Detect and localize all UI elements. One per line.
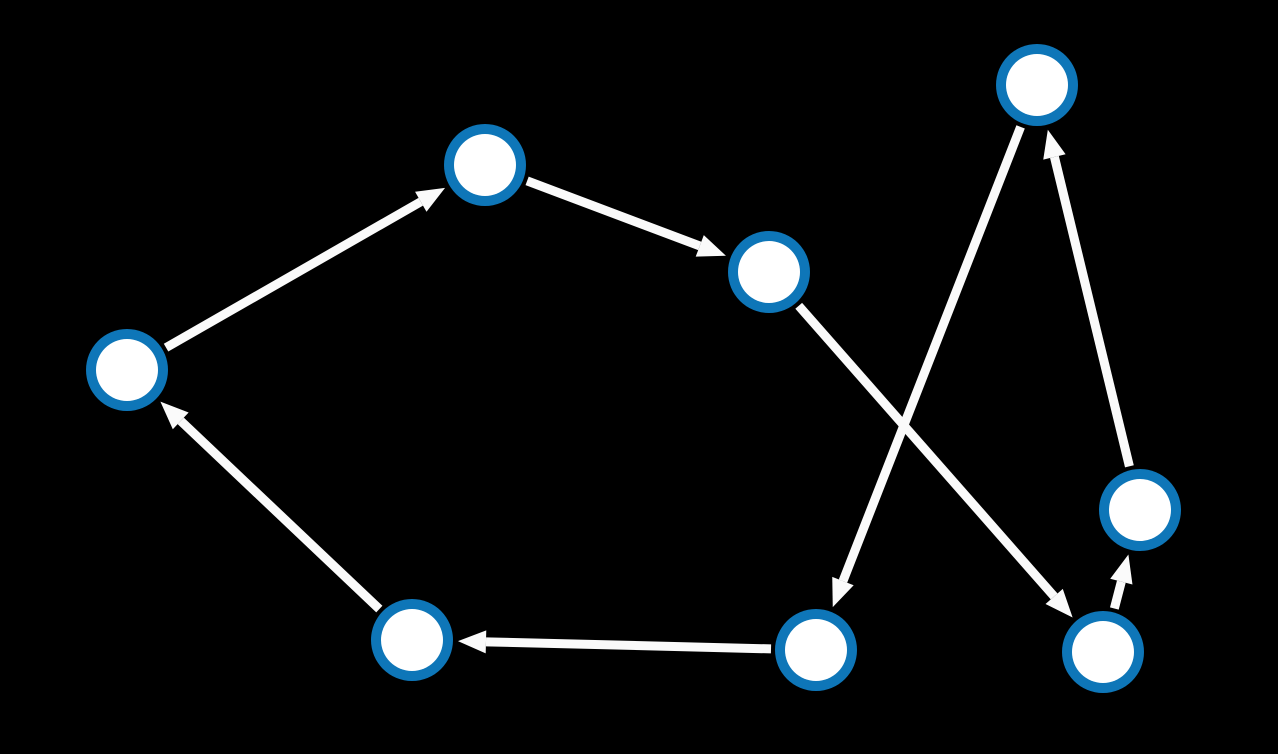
- node-core: [381, 609, 443, 671]
- edge-shaft: [163, 197, 424, 352]
- node-core: [96, 339, 158, 401]
- edge-shaft: [177, 417, 383, 613]
- edge-shaft: [1109, 580, 1126, 610]
- arrowhead-icon: [457, 630, 487, 654]
- edge-shaft: [525, 176, 702, 251]
- graph-node[interactable]: [1099, 469, 1181, 551]
- arrowhead-icon: [415, 187, 446, 212]
- graph-node[interactable]: [728, 231, 810, 313]
- graph-edge[interactable]: [457, 630, 772, 654]
- graph-node[interactable]: [996, 44, 1078, 126]
- graph-node[interactable]: [444, 124, 526, 206]
- graph-node[interactable]: [86, 329, 168, 411]
- arrowhead-icon: [1043, 129, 1066, 160]
- edge-shaft: [838, 125, 1025, 583]
- node-core: [785, 619, 847, 681]
- arrowhead-icon: [160, 401, 189, 430]
- graph-edge[interactable]: [1043, 129, 1134, 468]
- node-core: [454, 134, 516, 196]
- graph-edge[interactable]: [525, 176, 726, 257]
- node-layer: [86, 44, 1181, 693]
- graph-node[interactable]: [371, 599, 453, 681]
- edge-layer: [160, 125, 1134, 654]
- graph-edge[interactable]: [795, 302, 1073, 618]
- graph-node[interactable]: [775, 609, 857, 691]
- edge-shaft: [485, 637, 772, 654]
- arrowhead-icon: [1110, 554, 1133, 585]
- edge-shaft: [1050, 155, 1134, 468]
- arrowhead-icon: [1045, 588, 1073, 618]
- node-core: [1006, 54, 1068, 116]
- node-core: [738, 241, 800, 303]
- arrowhead-icon: [695, 235, 726, 257]
- graph-edge[interactable]: [832, 125, 1025, 608]
- node-core: [1072, 621, 1134, 683]
- node-core: [1109, 479, 1171, 541]
- graph-edge[interactable]: [160, 401, 383, 613]
- edge-shaft: [795, 302, 1058, 600]
- arrowhead-icon: [832, 576, 854, 608]
- graph-edge[interactable]: [163, 187, 446, 352]
- graph-node[interactable]: [1062, 611, 1144, 693]
- graph-edge[interactable]: [1109, 554, 1133, 610]
